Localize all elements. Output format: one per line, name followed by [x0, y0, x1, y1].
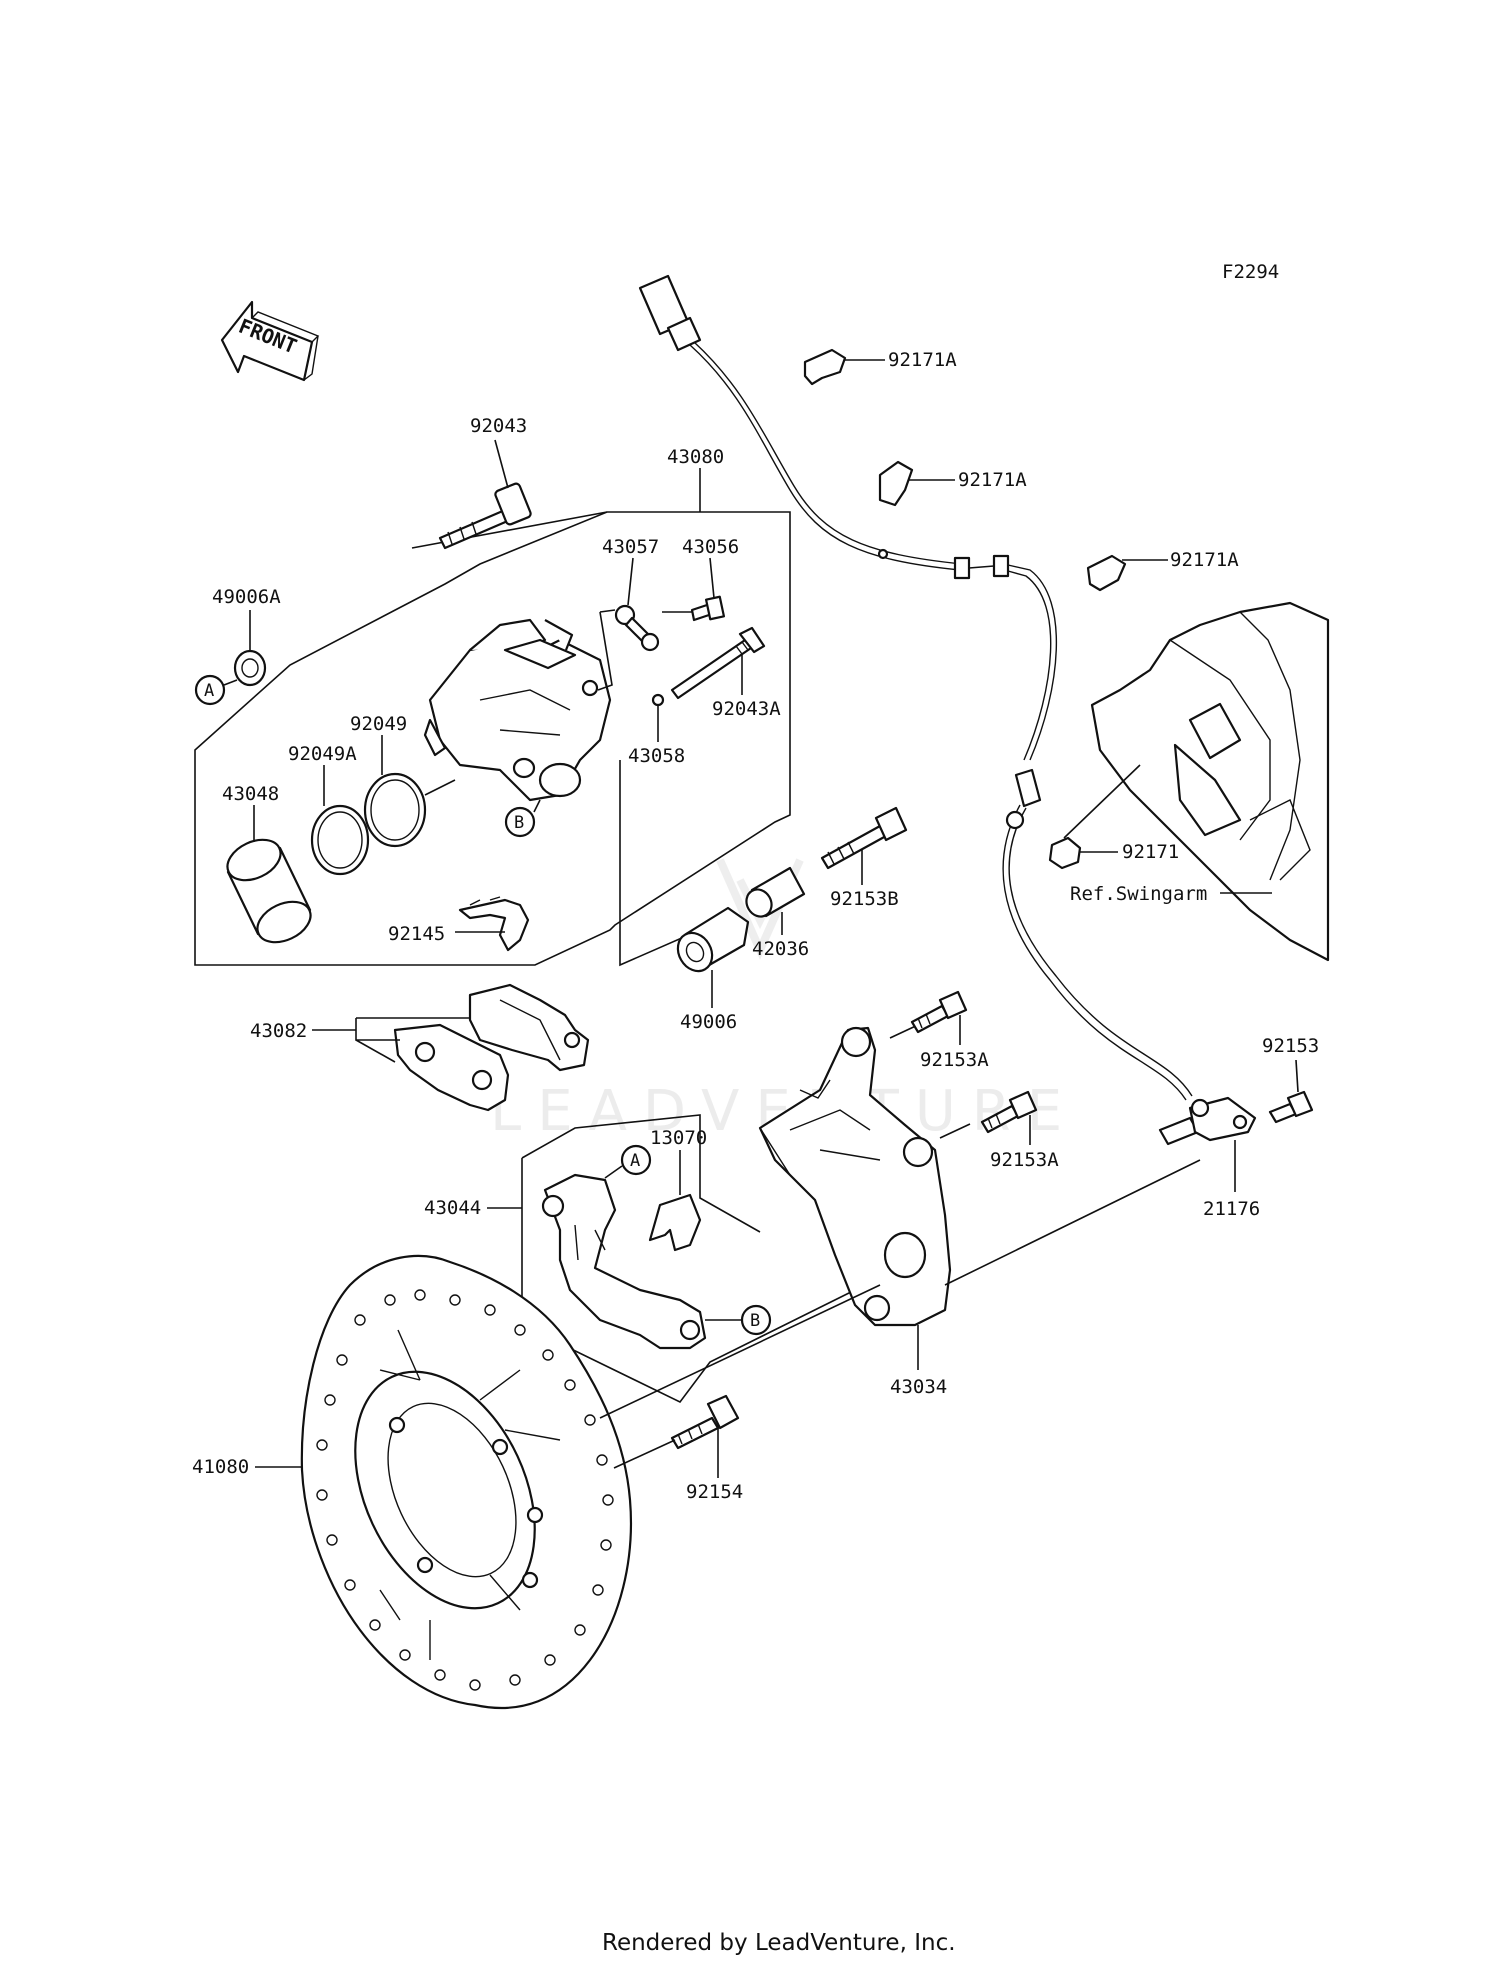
bolt-92154 — [670, 1394, 740, 1450]
brake-pads-43082 — [393, 983, 590, 1112]
clamp-92171A-1 — [803, 348, 847, 386]
piston-43048 — [226, 838, 312, 944]
seal-92049A — [310, 804, 370, 876]
brake-disc-41080 — [300, 1254, 633, 1710]
front-arrow-icon: FRONT — [220, 300, 320, 382]
label-92043A: 92043A — [712, 698, 781, 720]
label-92043: 92043 — [470, 415, 527, 437]
callout-a-1 — [194, 674, 226, 706]
slide-pin-92043A — [670, 626, 766, 700]
callout-a-2 — [620, 1144, 652, 1176]
label-42036: 42036 — [752, 938, 809, 960]
pad-spring-92145 — [458, 896, 530, 952]
diagram-code: F2294 — [1222, 261, 1279, 283]
bolt-92153 — [1268, 1090, 1314, 1124]
label-49006: 49006 — [680, 1011, 737, 1033]
abs-sensor-wire — [638, 274, 1193, 1101]
caliper-body — [423, 618, 612, 802]
label-92171A-3: 92171A — [1170, 549, 1239, 571]
label-92153A-1: 92153A — [920, 1049, 989, 1071]
clamp-92171 — [1048, 836, 1082, 870]
bolt-92043 — [438, 482, 532, 550]
label-92171: 92171 — [1122, 841, 1179, 863]
label-43057: 43057 — [602, 536, 659, 558]
callout-a-2-text: A — [630, 1151, 640, 1171]
boot-49006 — [676, 906, 750, 973]
label-41080: 41080 — [192, 1456, 249, 1478]
callout-b-1-text: B — [514, 813, 524, 833]
swingarm-reference-label: Ref.Swingarm — [1070, 883, 1207, 905]
caliper-bracket-43044 — [541, 1173, 707, 1350]
label-49006A: 49006A — [212, 586, 281, 608]
label-43048: 43048 — [222, 783, 279, 805]
label-92153: 92153 — [1262, 1035, 1319, 1057]
label-43080: 43080 — [667, 446, 724, 468]
pad-spring-13070 — [648, 1193, 702, 1252]
boot-49006A — [233, 649, 267, 687]
label-92145: 92145 — [388, 923, 445, 945]
bolt-92153A-1 — [910, 990, 968, 1034]
bracket-group-outline — [521, 1114, 856, 1404]
seal-92049 — [363, 772, 427, 848]
callout-a-1-text: A — [204, 681, 214, 701]
callout-b-1 — [504, 806, 536, 838]
label-21176: 21176 — [1203, 1198, 1260, 1220]
label-43058: 43058 — [628, 745, 685, 767]
bolt-92153B — [820, 806, 908, 870]
swingarm-reference — [1090, 601, 1330, 962]
callout-b-2-text: B — [750, 1311, 760, 1331]
bleeder-valve-43056 — [690, 595, 726, 622]
pin-group-outline — [619, 760, 701, 967]
sleeve-42036 — [745, 866, 806, 918]
label-43034: 43034 — [890, 1376, 947, 1398]
label-92153B: 92153B — [830, 888, 899, 910]
clamp-92171A-2 — [878, 460, 914, 507]
label-13070: 13070 — [650, 1127, 707, 1149]
footer-credit: Rendered by LeadVenture, Inc. — [602, 1930, 956, 1956]
bleeder-cap-43057 — [614, 604, 660, 652]
torque-bracket-43034 — [758, 1026, 952, 1327]
label-92153A-2: 92153A — [990, 1149, 1059, 1171]
label-43056: 43056 — [682, 536, 739, 558]
abs-sensor-21176 — [1158, 1096, 1257, 1146]
label-92171A-1: 92171A — [888, 349, 957, 371]
label-43082: 43082 — [250, 1020, 307, 1042]
callout-b-2 — [740, 1304, 772, 1336]
label-92154: 92154 — [686, 1481, 743, 1503]
label-92049: 92049 — [350, 713, 407, 735]
label-92049A: 92049A — [288, 743, 357, 765]
label-43044: 43044 — [424, 1197, 481, 1219]
label-92171A-2: 92171A — [958, 469, 1027, 491]
clamp-92171A-3 — [1086, 554, 1127, 592]
bolt-92153A-2 — [980, 1090, 1038, 1134]
cap-43058 — [651, 693, 665, 707]
